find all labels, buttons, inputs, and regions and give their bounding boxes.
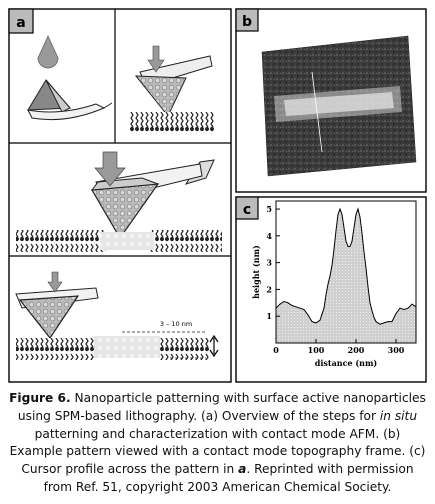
data-point: [375, 321, 377, 322]
data-point: [339, 208, 341, 210]
data-point: [379, 323, 381, 325]
panel-b-label: b: [242, 14, 252, 30]
chart-axes: 0 100 200 300 1 2 3 4 5: [266, 204, 404, 355]
data-point: [323, 307, 325, 309]
data-point: [319, 319, 321, 321]
y-tick-label: 5: [266, 204, 272, 214]
x-axis-label: distance (nm): [315, 358, 378, 368]
caption-line-3: patterning and characterization with con…: [34, 426, 401, 441]
data-point: [407, 307, 409, 309]
data-point: [355, 214, 357, 215]
caption-line-1: Figure 6. Nanoparticle patterning with s…: [9, 391, 426, 405]
data-point: [353, 227, 355, 229]
data-point: [325, 294, 327, 296]
y-tick-label: 3: [266, 258, 272, 268]
panel-a-label: a: [16, 15, 25, 31]
data-point: [327, 283, 329, 285]
data-point: [371, 310, 373, 312]
x-tick-label: 100: [308, 345, 325, 355]
data-point: [367, 286, 369, 288]
data-point: [307, 314, 309, 316]
data-point: [411, 303, 413, 305]
data-point: [403, 309, 405, 310]
droplet-step: [27, 35, 113, 121]
data-point: [359, 216, 361, 218]
data-point: [387, 321, 389, 322]
data-point: [331, 264, 333, 266]
panel-b: b: [235, 8, 427, 193]
y-axis-label: height (nm): [251, 245, 261, 299]
x-tick-label: 0: [273, 345, 279, 355]
data-point: [357, 208, 359, 210]
data-point: [349, 246, 351, 247]
panel-c-label: c: [243, 202, 251, 218]
y-tick-label: 4: [266, 231, 272, 241]
y-tick-label: 2: [266, 284, 272, 294]
caption-line-4: Example pattern viewed with a contact mo…: [9, 444, 426, 459]
afm-image: [261, 35, 417, 177]
figure-label: Figure 6.: [9, 391, 71, 405]
y-tick-label: 1: [266, 311, 272, 321]
cursor-line: [311, 71, 323, 153]
data-point: [343, 227, 345, 229]
data-point: [351, 240, 353, 242]
height-range-label: 3 – 10 nm: [160, 320, 192, 328]
data-point: [279, 303, 281, 305]
figure-caption: Figure 6. Nanoparticle patterning with s…: [4, 390, 431, 502]
series-0-area: [276, 209, 416, 343]
data-point: [341, 214, 343, 215]
data-point: [333, 248, 335, 250]
data-point: [283, 301, 285, 302]
data-point: [369, 302, 371, 304]
data-point: [365, 267, 367, 269]
x-tick-label: 300: [388, 345, 405, 355]
figure-6: a: [8, 8, 427, 383]
data-point: [345, 240, 347, 242]
panel-a: a: [8, 8, 232, 383]
data-point: [299, 307, 301, 309]
data-point: [329, 275, 331, 277]
data-point: [337, 214, 339, 215]
coating-step: [130, 45, 214, 134]
data-point: [391, 321, 393, 322]
data-point: [295, 306, 297, 308]
x-tick-label: 200: [348, 345, 365, 355]
caption-line-5: Cursor profile across the pattern in a. …: [21, 462, 414, 477]
panel-c: c 0 100 200 300 1 2 3 4 5 height (nm) distance (…: [235, 196, 427, 383]
data-point: [383, 322, 385, 324]
caption-line-6: from Ref. 51, copyright 2003 American Ch…: [43, 479, 392, 494]
data-point: [291, 305, 293, 306]
data-point: [335, 230, 337, 231]
data-point: [315, 322, 317, 324]
data-point: [363, 251, 365, 253]
caption-line-2: using SPM-based lithography. (a) Overvie…: [17, 408, 418, 423]
height-profile-chart: [275, 207, 417, 343]
data-point: [395, 313, 397, 314]
data-point: [373, 317, 375, 318]
data-point: [347, 246, 349, 247]
patterning-step: [16, 151, 222, 252]
data-point: [311, 321, 313, 322]
plot-frame: [275, 200, 417, 344]
data-point: [399, 307, 401, 309]
data-point: [303, 309, 305, 310]
data-point: [361, 232, 363, 234]
imaging-step: 3 – 10 nm: [15, 271, 219, 360]
data-point: [287, 302, 289, 304]
